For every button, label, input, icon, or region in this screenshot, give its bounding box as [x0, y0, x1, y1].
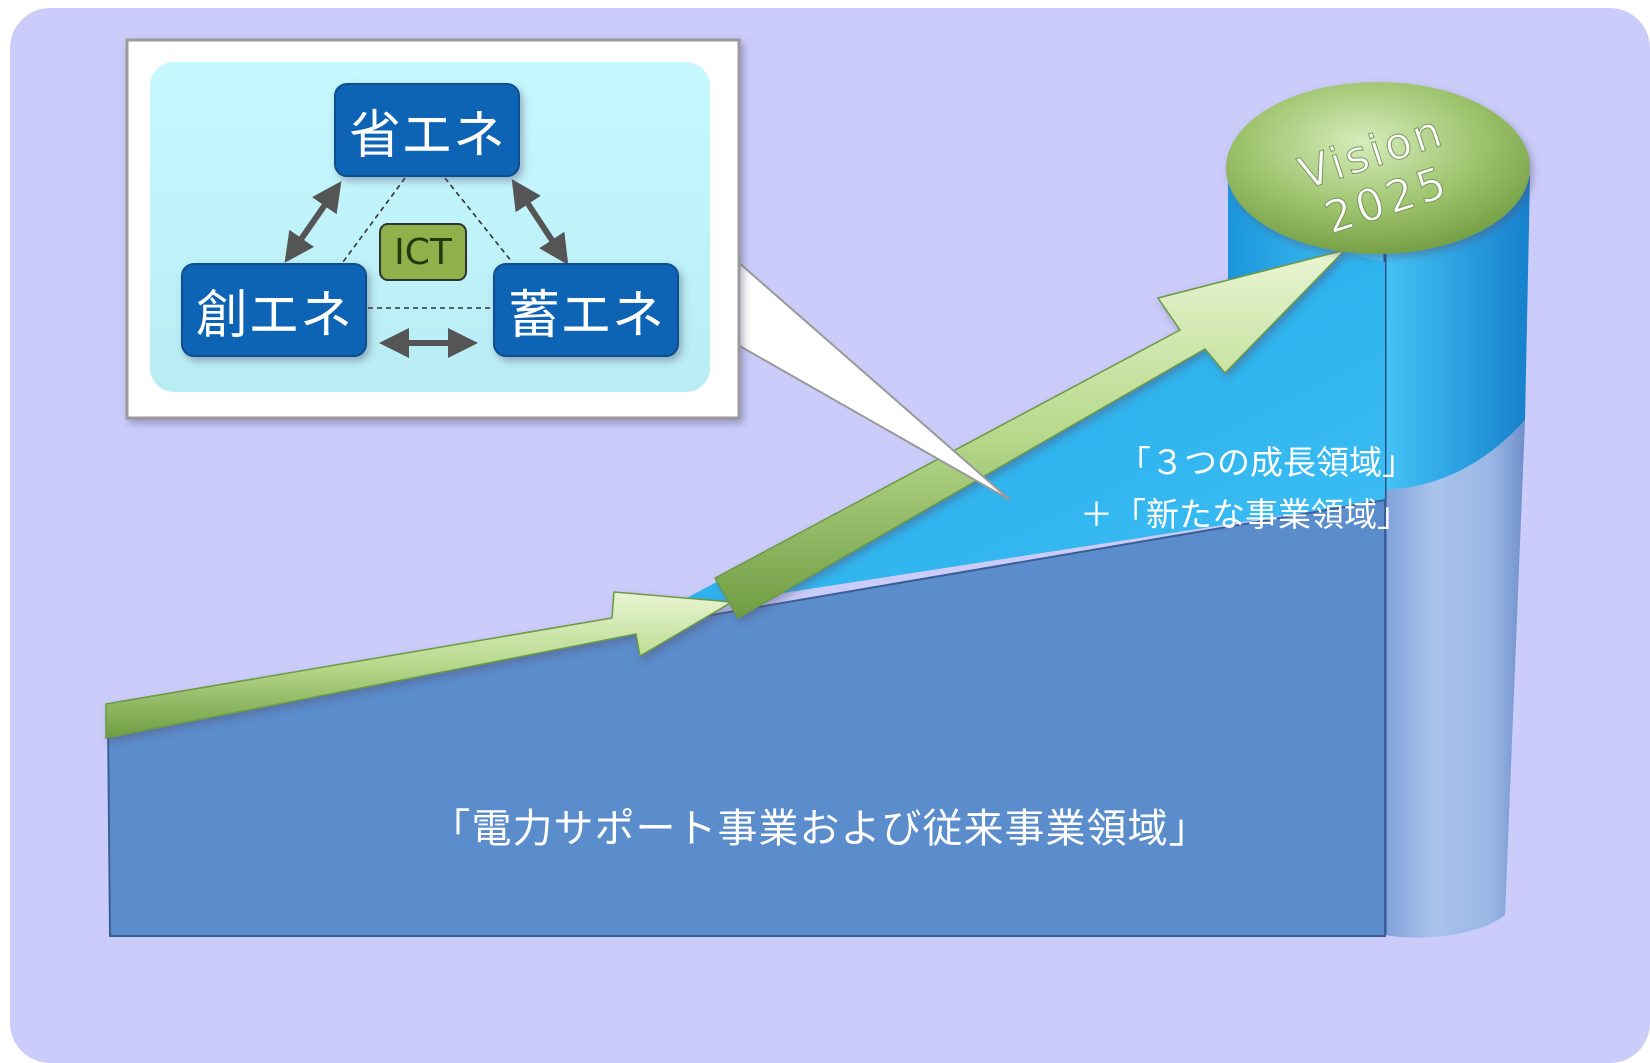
growth-area-label-1: 「３つの成長領域」 [1118, 443, 1415, 482]
vision-disk-face [1226, 82, 1530, 254]
energy-creation-label: 創エネ [195, 285, 352, 346]
arrow-save-store [511, 178, 569, 266]
bidirectional-arrows [284, 178, 569, 358]
growth-arrow-lower [105, 591, 735, 739]
triangle-links [342, 177, 513, 309]
vision-disk [1226, 82, 1530, 254]
energy-saving-label: 省エネ [348, 105, 505, 166]
node-ict-box [379, 223, 467, 281]
ict-label: ICT [394, 231, 452, 273]
node-energy-saving-box [334, 83, 520, 177]
cylinder-body [1385, 420, 1525, 938]
growth-area-label-2: ＋「新たな事業領域」 [1080, 495, 1410, 534]
base-business-area [106, 498, 1386, 937]
node-energy-creation-box [181, 263, 367, 357]
energy-storage-label: 蓄エネ [507, 285, 664, 346]
arrow-save-create [284, 181, 342, 263]
base-area-label: 「電力サポート事業および従来事業領域」 [430, 806, 1210, 852]
growth-arrow-upper [713, 248, 1348, 620]
node-energy-storage-box [493, 263, 679, 357]
